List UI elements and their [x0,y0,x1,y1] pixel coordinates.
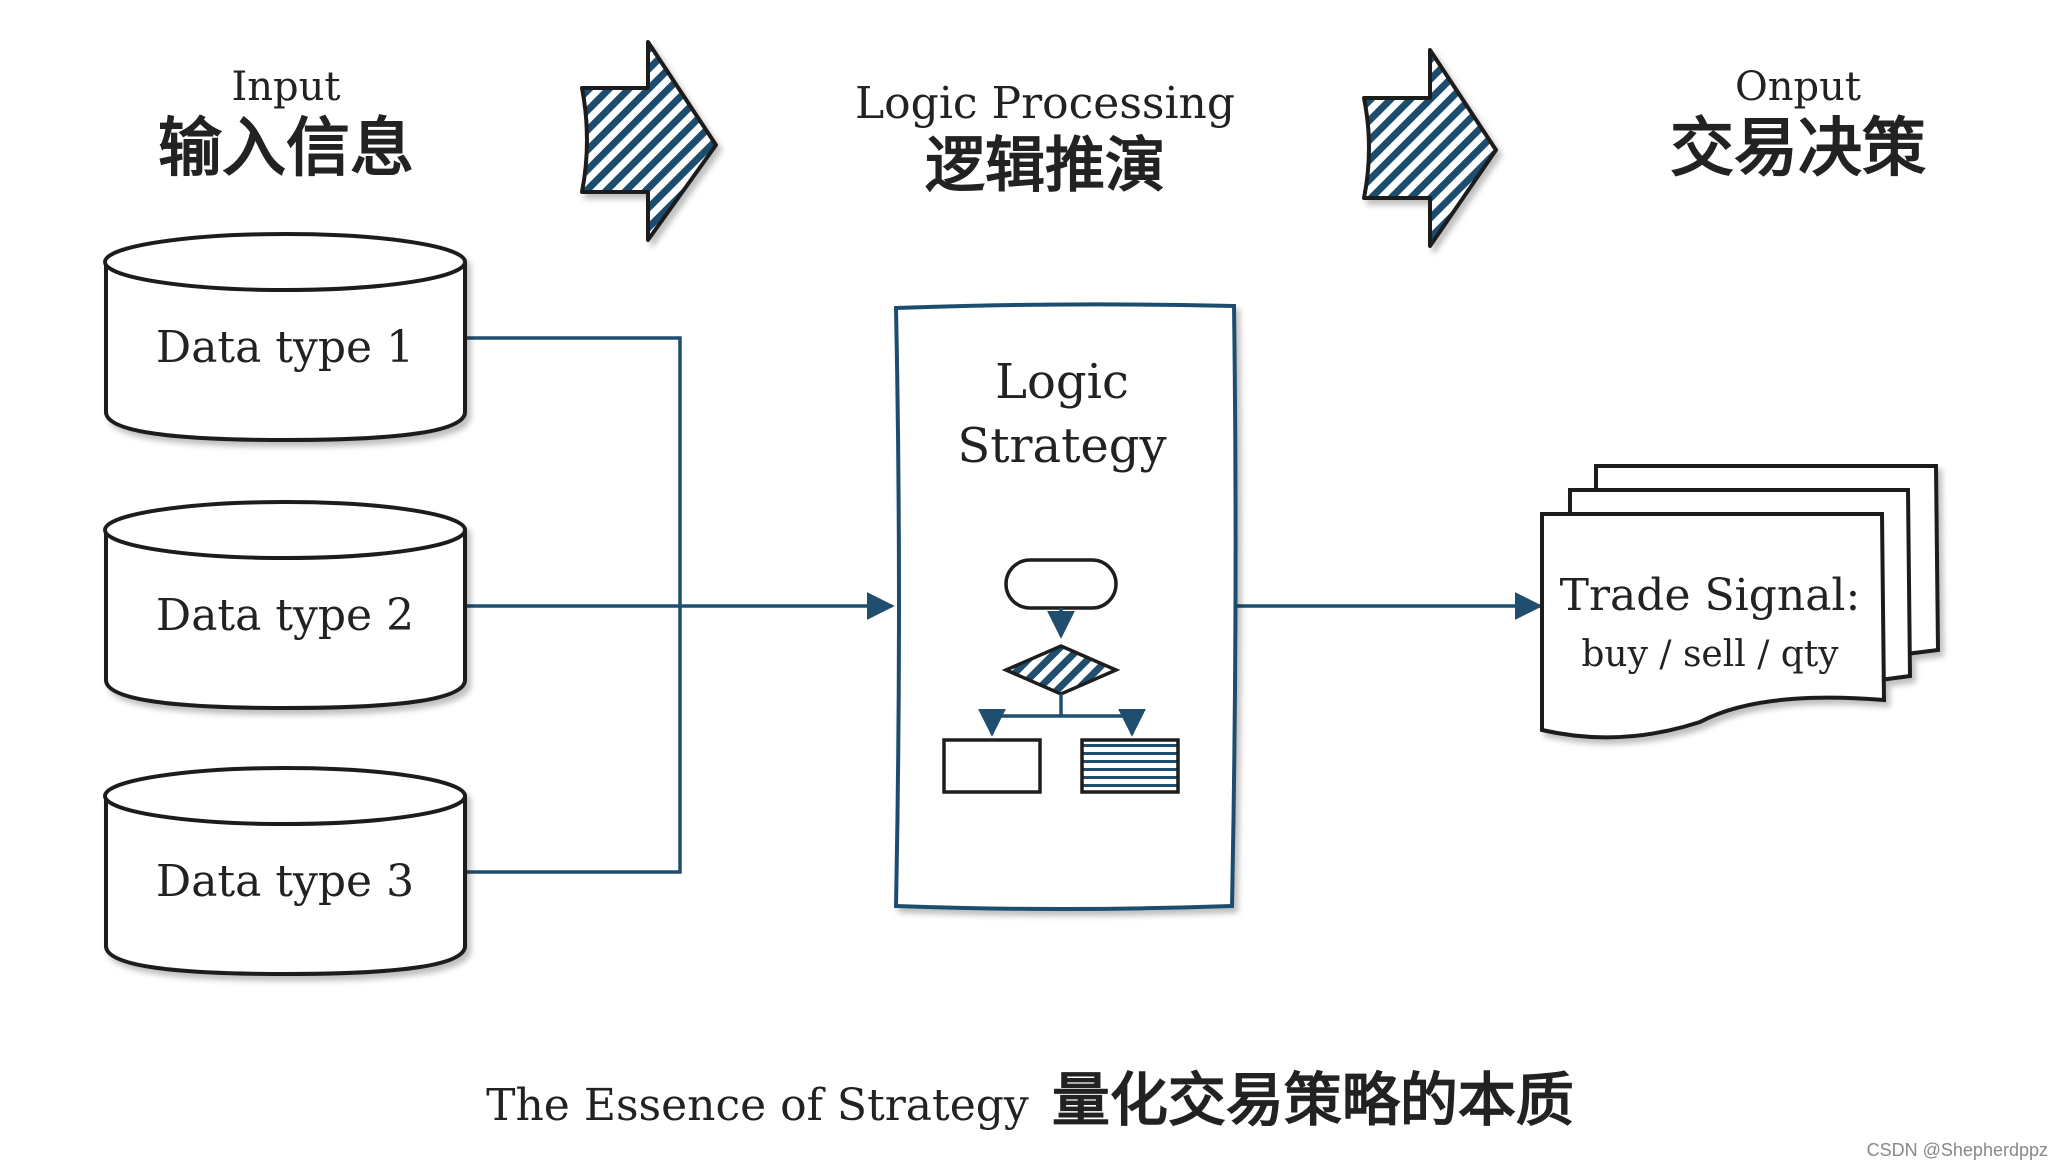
input-connectors [465,336,1543,874]
flowchart-icon [942,558,1180,794]
logic-box-title-1: Logic [995,354,1129,410]
database-label-1: Data type 1 [156,322,414,373]
output-heading-en: Onput [1735,64,1861,110]
watermark-text: CSDN @Shepherdppz [1867,1140,2048,1160]
trade-signal-title: Trade Signal: [1560,570,1861,621]
flowchart-process-box-left [942,738,1042,794]
database-cylinder-2 [103,500,467,711]
trade-signal-values: buy / sell / qty [1581,634,1839,675]
footer-caption-en: The Essence of Strategy [486,1080,1029,1131]
input-heading-cn: 输入信息 [158,112,414,186]
input-heading-en: Input [231,64,340,110]
database-label-3: Data type 3 [156,856,414,907]
trade-signal-document-stack [1540,464,1941,740]
process-arrow-right [1362,48,1498,248]
database-label-2: Data type 2 [156,590,414,641]
database-cylinder-3 [103,766,467,977]
flowchart-process-box-right [1080,738,1180,794]
database-cylinder-1 [103,232,467,443]
output-heading-cn: 交易决策 [1670,112,1926,186]
process-arrow-left [580,40,718,242]
logic-box-title-2: Strategy [957,418,1166,474]
footer-caption-cn: 量化交易策略的本质 [1052,1066,1574,1134]
flowchart-start-terminal [1004,558,1118,610]
footer-caption: The Essence of Strategy 量化交易策略的本质 [486,1066,1574,1134]
document-front-sheet [1540,512,1887,740]
logic-heading-cn: 逻辑推演 [925,131,1165,201]
logic-heading-en: Logic Processing [855,78,1235,129]
